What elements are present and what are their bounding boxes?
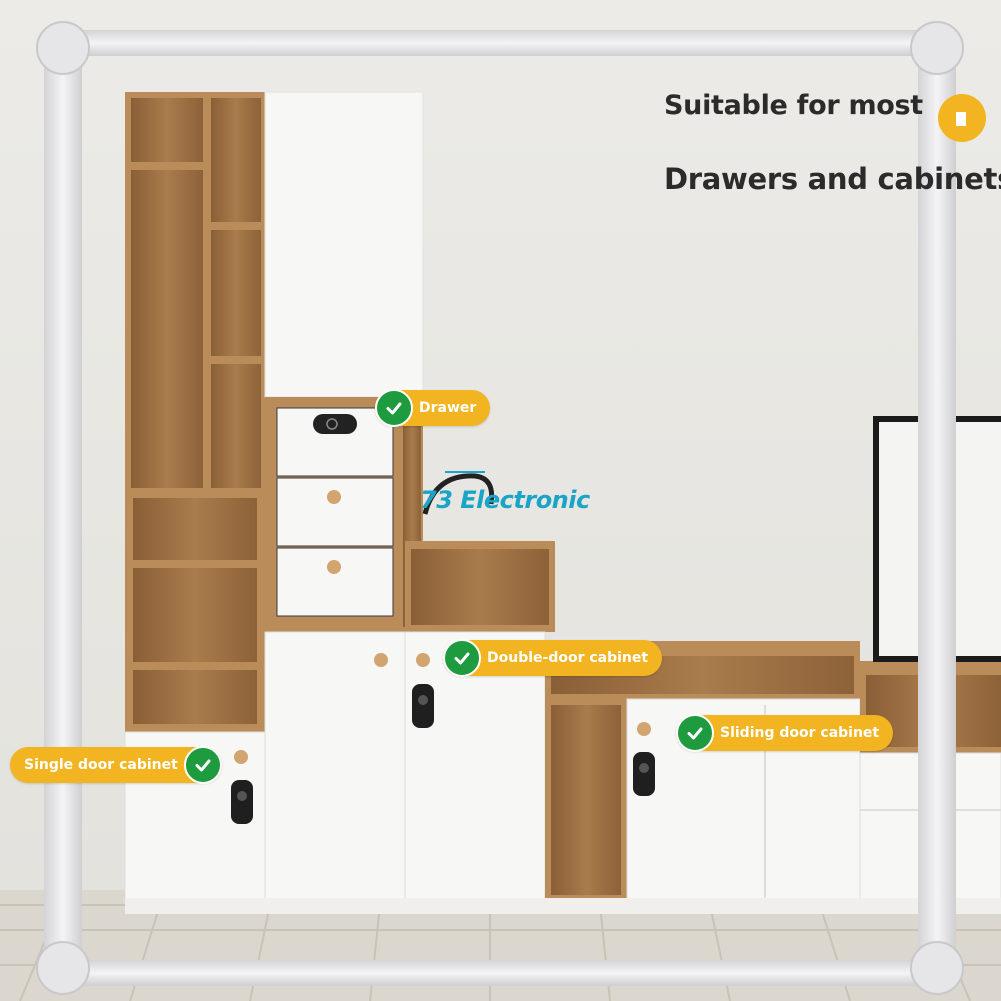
badge-single-door: Single door cabinet	[10, 746, 222, 784]
headline-line-1: Suitable for most	[664, 90, 923, 121]
badge-single-door-label: Single door cabinet	[24, 757, 178, 773]
check-icon	[183, 746, 222, 784]
drawer-unit	[265, 397, 423, 632]
base-cabinets	[124, 631, 546, 914]
decorative-frame	[36, 21, 964, 995]
watermark-logo	[422, 471, 495, 515]
badge-drawer: Drawer	[375, 389, 491, 427]
badge-sliding-door-label: Sliding door cabinet	[720, 725, 880, 741]
check-icon	[375, 389, 413, 427]
open-wood-box	[405, 541, 555, 632]
badge-sliding-door: Sliding door cabinet	[676, 714, 894, 752]
orange-home-icon	[938, 94, 986, 142]
headline-line-2: Drawers and cabinets	[664, 162, 1001, 196]
badge-double-door: Double-door cabinet	[443, 639, 663, 677]
check-icon	[676, 714, 714, 752]
tall-wood-shelf	[125, 92, 265, 732]
check-icon	[443, 639, 481, 677]
watermark-text: 73 Electronic	[420, 486, 590, 514]
badge-drawer-label: Drawer	[419, 400, 477, 416]
tall-white-cabinet	[264, 91, 424, 398]
badge-double-door-label: Double-door cabinet	[487, 650, 649, 666]
